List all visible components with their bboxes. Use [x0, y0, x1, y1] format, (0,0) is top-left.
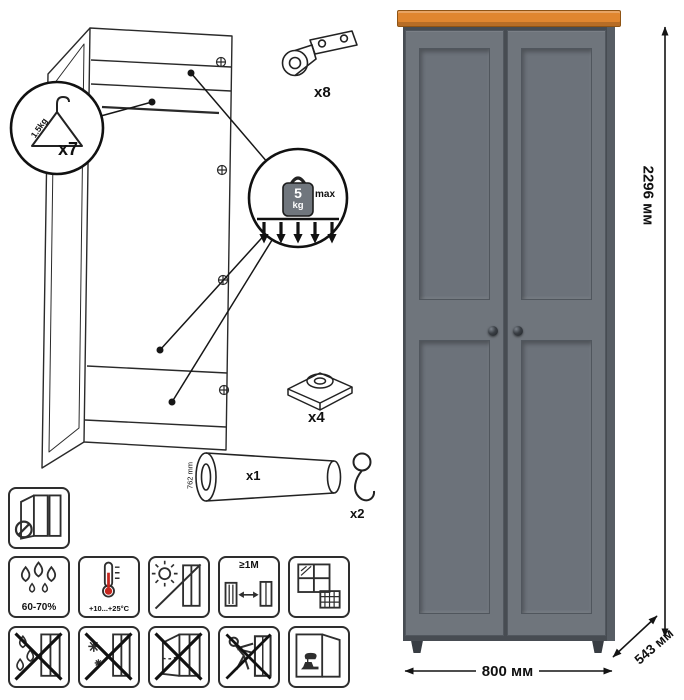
rod-length: 762 mm [185, 461, 195, 490]
care-icon-no-water [8, 626, 70, 688]
dimension-width: 800 мм [425, 663, 590, 680]
door-warning-icon [14, 494, 62, 540]
no-abrasive-icon [84, 632, 133, 681]
care-icon-heavy-load [288, 626, 350, 688]
dimension-height: 2296 мм [639, 165, 657, 226]
hinge-count: x8 [314, 84, 331, 101]
humidity-value: 60-70% [21, 602, 57, 613]
care-icon-temperature: +10...+25°C [78, 556, 140, 618]
hook-drawing [352, 452, 376, 502]
care-icon-door-warning [8, 487, 70, 549]
wardrobe-foot-right [592, 641, 604, 653]
hinge-markers [215, 56, 230, 396]
hanger-capacity: 1.5kg [28, 116, 50, 140]
foot-drawing [287, 372, 353, 411]
hanger-callout [9, 80, 105, 176]
dimension-width-text: 800 мм [475, 663, 540, 680]
wardrobe-top-board [397, 10, 621, 27]
care-icon-no-open-door [148, 626, 210, 688]
care-icon-sunlight [148, 556, 210, 618]
load-qualifier: max [315, 189, 336, 200]
wardrobe-right-door [507, 30, 606, 636]
load-value: 5 [294, 185, 302, 201]
thermometer-icon [102, 561, 120, 598]
care-icon-humidity: 60-70% [8, 556, 70, 618]
distance-value: ≥1M [239, 560, 259, 571]
right-door-lower-panel [521, 340, 592, 614]
dimension-depth: 543 мм [631, 625, 677, 668]
left-door-lower-panel [419, 340, 490, 614]
left-door-upper-panel [419, 48, 490, 300]
no-drag-icon [225, 633, 272, 680]
hanger-count: x7 [58, 139, 79, 159]
sun-icon [151, 560, 202, 610]
right-door-knob [513, 326, 523, 336]
wardrobe-foot-left [411, 641, 423, 653]
load-arrows [259, 222, 337, 244]
callout-lines [56, 72, 299, 403]
wardrobe-side-panel [607, 27, 615, 641]
care-icon-no-abrasive [78, 626, 140, 688]
foot-count: x4 [308, 409, 325, 426]
wireframe-wardrobe [41, 27, 233, 469]
hinge-drawing [281, 30, 358, 77]
wardrobe-left-door [405, 30, 504, 636]
water-drops-icon [20, 561, 57, 593]
heater-distance-icon [224, 580, 273, 607]
callout-dots [148, 69, 195, 406]
no-water-icon [14, 632, 63, 681]
wardrobe-body [403, 27, 615, 641]
anvil-cabinet-icon [295, 633, 341, 678]
window-grid-icon [297, 563, 341, 609]
right-door-upper-panel [521, 48, 592, 300]
rod-count: x1 [246, 468, 261, 483]
hook-count: x2 [350, 506, 365, 521]
care-icon-ventilation [288, 556, 350, 618]
no-open-door-icon [154, 632, 203, 681]
load-unit: kg [292, 200, 304, 211]
rod-drawing [195, 452, 342, 502]
temperature-value: +10...+25°C [88, 604, 130, 613]
care-icon-no-drag [218, 626, 280, 688]
care-icon-distance: ≥1M [218, 556, 280, 618]
left-door-knob [488, 326, 498, 336]
